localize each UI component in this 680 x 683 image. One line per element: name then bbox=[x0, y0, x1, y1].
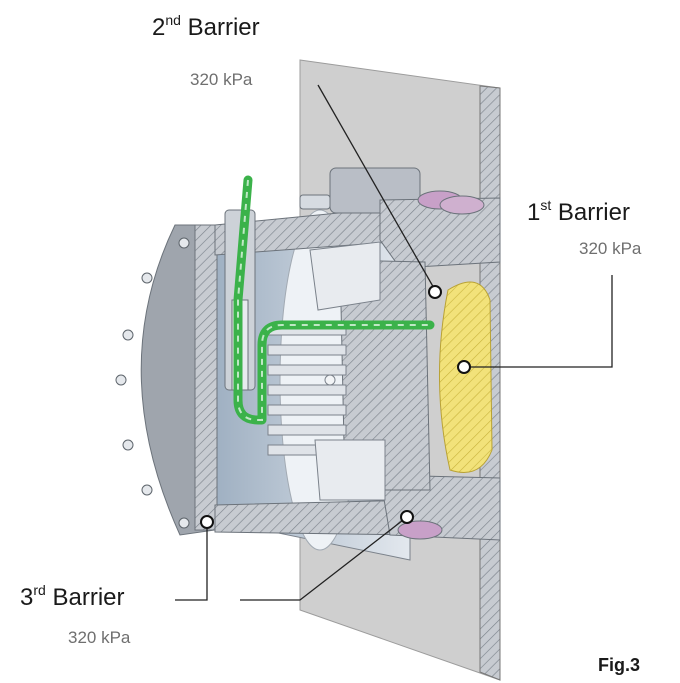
figure-label: Fig.3 bbox=[598, 655, 641, 675]
third-barrier-pressure: 320 kPa bbox=[68, 628, 131, 647]
cap-bolts bbox=[115, 237, 190, 529]
heatsink bbox=[267, 324, 347, 456]
second-barrier-title: 2nd Barrier bbox=[152, 12, 260, 41]
first-barrier-pressure: 320 kPa bbox=[579, 239, 642, 258]
barrier-housing bbox=[115, 167, 501, 561]
yellow-seal bbox=[439, 281, 493, 473]
leader-lines bbox=[175, 84, 613, 601]
barrier-3-marker-left bbox=[200, 515, 214, 529]
barrier-3-marker-right bbox=[400, 510, 414, 524]
barrier-2-marker bbox=[428, 285, 442, 299]
second-barrier-pressure: 320 kPa bbox=[190, 70, 253, 89]
first-barrier-title: 1st Barrier bbox=[527, 197, 630, 226]
third-barrier-title: 3rd Barrier bbox=[20, 582, 125, 611]
barrier-1-marker bbox=[457, 360, 471, 374]
